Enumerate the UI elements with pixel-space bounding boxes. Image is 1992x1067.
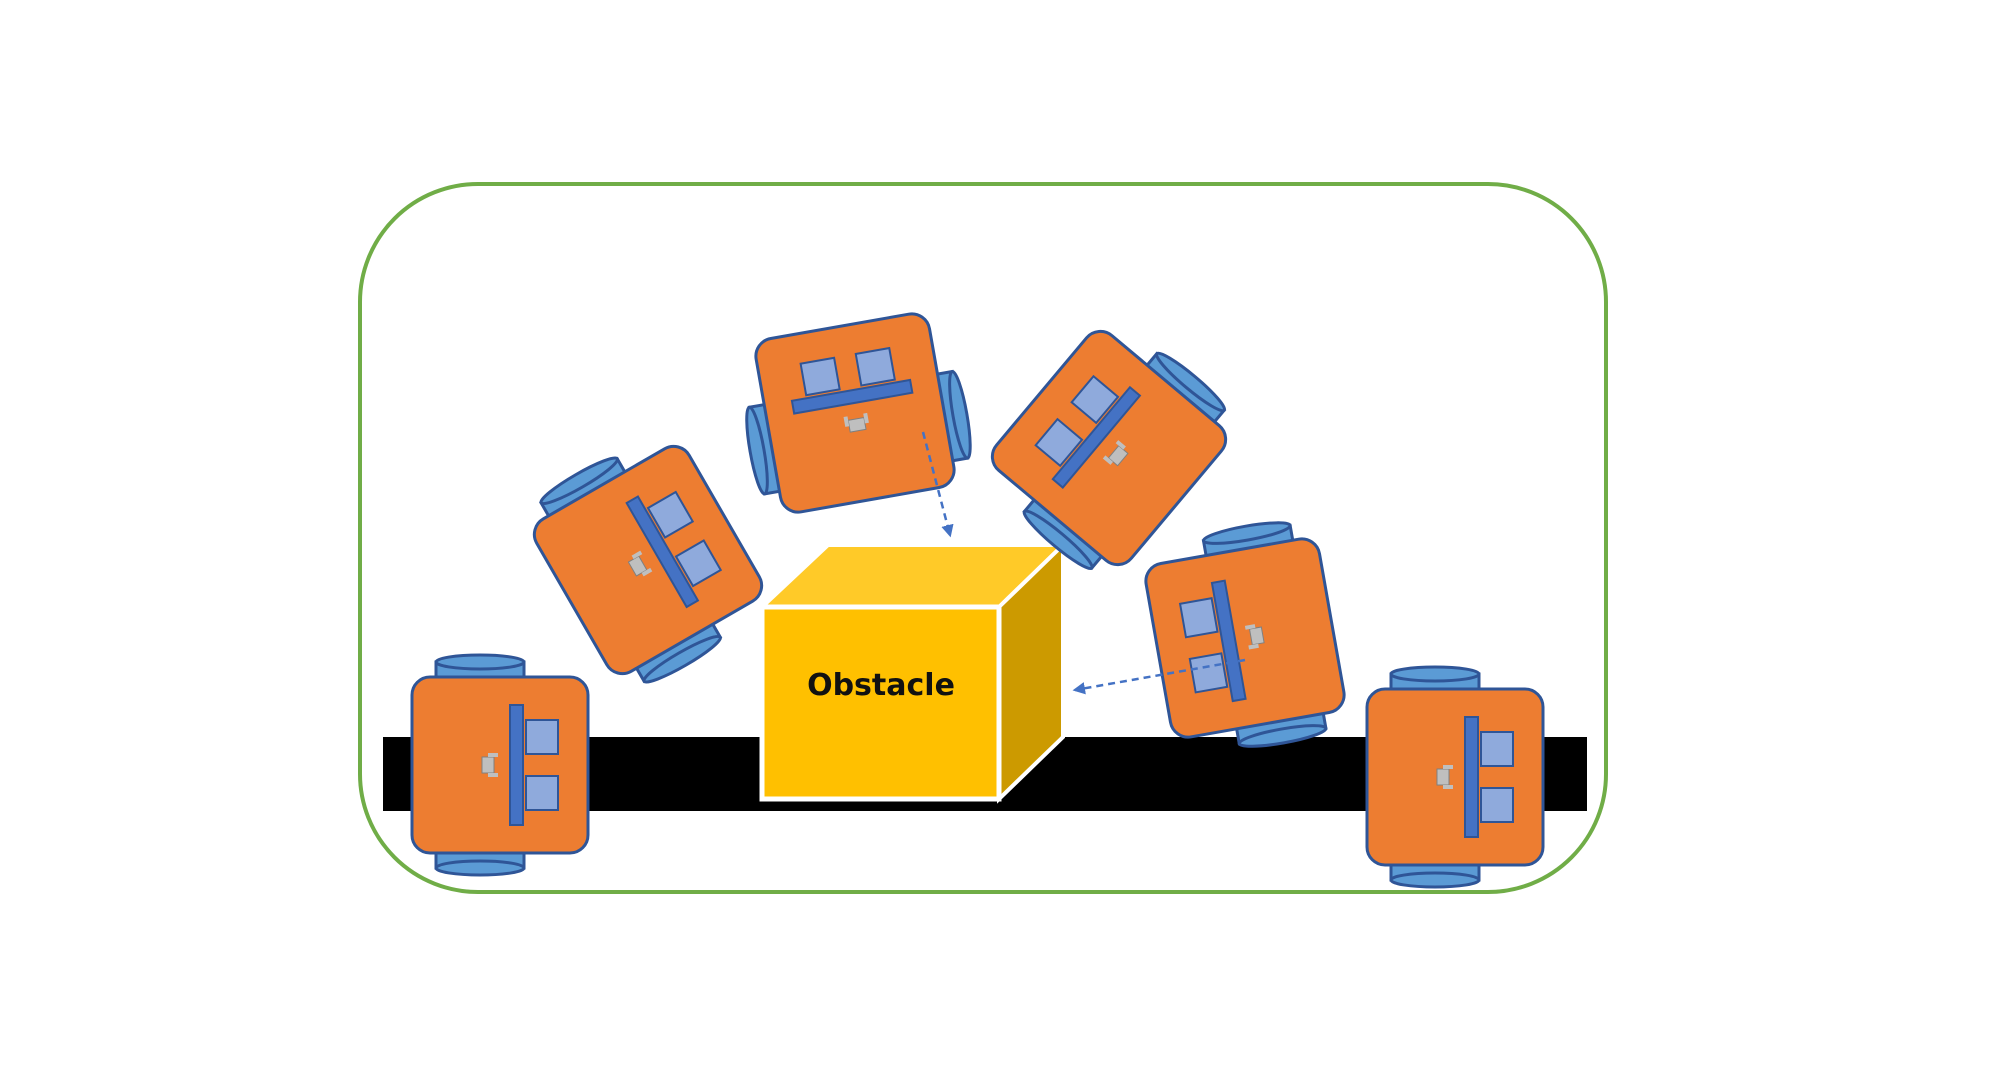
robot-turn-1 <box>515 419 781 701</box>
robot-end <box>1365 665 1545 889</box>
obstacle-box: Obstacle <box>756 540 1068 804</box>
obstacle-label: Obstacle <box>807 668 955 703</box>
sensor-arrow-left <box>1072 658 1246 695</box>
robot-turn-2 <box>729 305 981 521</box>
robot-start <box>410 653 590 877</box>
arena-border <box>358 182 1608 894</box>
obstacle-front-face <box>759 604 1002 802</box>
robot-turn-4 <box>1137 512 1353 764</box>
sensor-arrow-down <box>921 431 954 538</box>
